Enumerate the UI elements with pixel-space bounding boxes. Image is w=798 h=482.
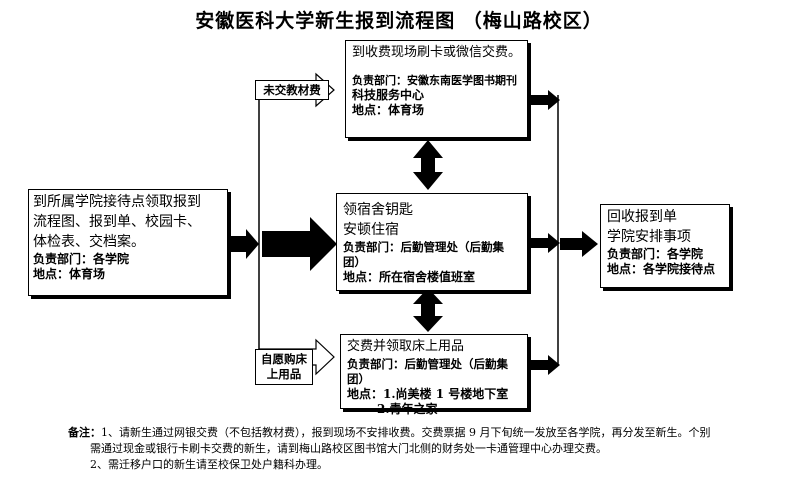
label-unpaid-text: 未交教材费 [263,83,321,97]
end-place: 地点：各学院接待点 [607,262,716,276]
note-lead: 备注： [68,426,101,439]
bedding-out-arrow [528,355,560,375]
dorm-box: 领宿舍钥匙 安顿住宿 负责部门：后勤管理处（后勤集团） 地点：所在宿舍楼值班室 [336,193,528,291]
note-2-text: 2、需迁移户口的新生请至校保卫处户籍科办理。 [90,458,328,471]
note-1a: 1、请新生通过网银交费（不包括教材费），报到现场不安排收费。交费票据 9 月下旬… [101,426,711,439]
pay-line: 到收费现场刷卡或微信交费。 [352,45,522,60]
note-1b: 需通过现金或银行卡刷卡交费的新生，请到梅山路校区图书馆大门北侧的财务处一卡通管理… [90,442,607,455]
notes: 备注：1、请新生通过网银交费（不包括教材费），报到现场不安排收费。交费票据 9 … [68,425,768,473]
note-1-cont: 需通过现金或银行卡刷卡交费的新生，请到梅山路校区图书馆大门北侧的财务处一卡通管理… [68,441,768,457]
bedding-box: 交费并领取床上用品 负责部门：后勤管理处（后勤集团） 地点：1.尚美楼 1 号楼… [340,334,528,416]
pay-dept: 负责部门：安徽东南医学图书期刊 [352,74,517,87]
start-place: 地点：体育场 [33,267,106,281]
label-unpaid-textbook: 未交教材费 [255,80,329,100]
end-dept: 负责部门：各学院 [607,247,704,261]
dorm-dept: 负责部门：后勤管理处（后勤集团） [343,240,504,269]
dorm-place: 地点：所在宿舍楼值班室 [343,270,476,284]
note-1: 备注：1、请新生通过网银交费（不包括教材费），报到现场不安排收费。交费票据 9 … [68,425,768,441]
start-box: 到所属学院接待点领取报到 流程图、报到单、校园卡、 体检表、交档案。 负责部门：… [28,189,228,296]
bedding-place-2: 2.青年之家 [377,402,438,416]
bedding-dept: 负责部门：后勤管理处（后勤集团） [347,357,508,386]
pay-box: 到收费现场刷卡或微信交费。 负责部门：安徽东南医学图书期刊 科技服务中心 地点：… [345,40,528,138]
start-dept: 负责部门：各学院 [33,252,130,266]
end-box: 回收报到单 学院安排事项 负责部门：各学院 地点：各学院接待点 [600,204,730,288]
start-line-1: 到所属学院接待点领取报到 [33,194,201,210]
pay-place: 地点：体育场 [352,103,425,117]
label-self-buy-text-1: 自愿购床 [261,352,307,366]
pay-out-arrow [528,90,560,110]
start-arrow [228,229,259,259]
label-self-buy-bedding: 自愿购床 上用品 [255,349,313,385]
end-in-arrow [560,231,598,257]
dorm-out-arrow [528,233,560,253]
start-line-3: 体检表、交档案。 [33,234,145,250]
bedding-line: 交费并领取床上用品 [347,339,465,354]
label-self-buy-text-2: 上用品 [266,367,302,381]
middle-branch-arrow [262,217,337,271]
page-title: 安徽医科大学新生报到流程图 （梅山路校区） [195,10,603,32]
dorm-line-1: 领宿舍钥匙 [343,202,413,218]
double-arrow-top [413,140,443,190]
end-line-1: 回收报到单 [607,209,677,225]
note-2: 2、需迁移户口的新生请至校保卫处户籍科办理。 [68,457,768,473]
double-arrow-bottom [413,288,443,332]
pay-dept-2: 科技服务中心 [352,88,425,102]
start-line-2: 流程图、报到单、校园卡、 [33,214,201,230]
end-line-2: 学院安排事项 [607,229,691,245]
bedding-place: 地点：1.尚美楼 1 号楼地下室 [347,387,509,401]
dorm-line-2: 安顿住宿 [343,222,399,238]
